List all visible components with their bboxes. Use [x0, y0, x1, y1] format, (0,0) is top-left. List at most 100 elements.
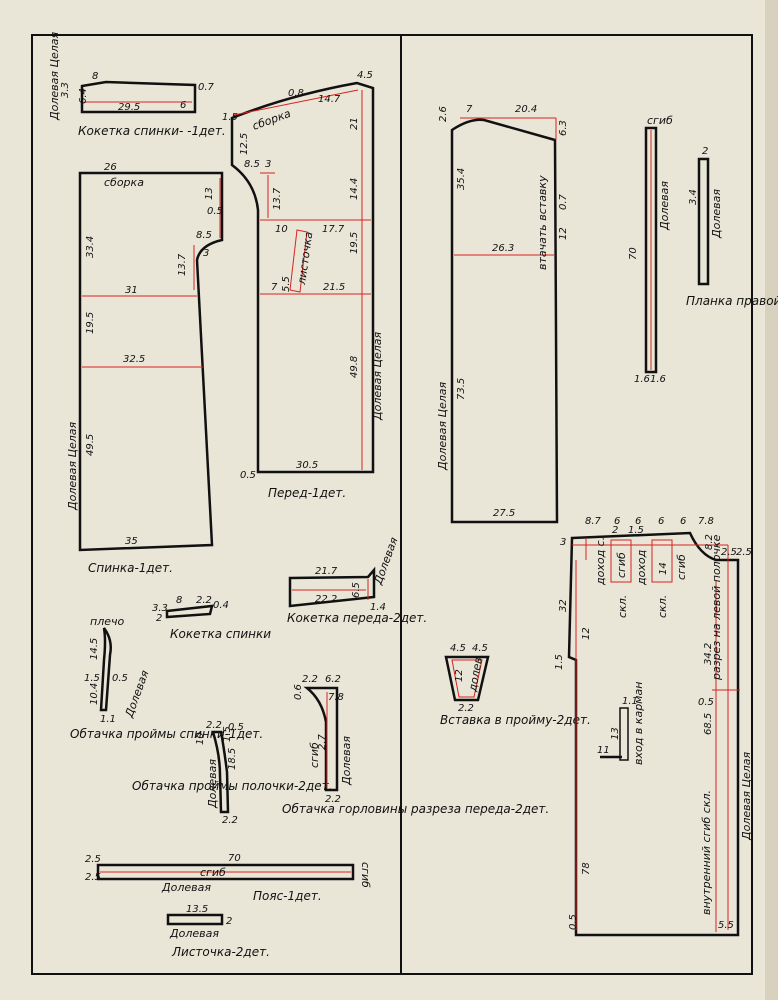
- piece-planka-strip-1: сгиб Долевая 70 1.6 1.6: [628, 114, 673, 385]
- svg-text:6.3: 6.3: [558, 120, 569, 136]
- svg-text:8.2: 8.2: [704, 534, 715, 550]
- svg-text:78: 78: [581, 862, 592, 875]
- svg-text:3.4: 3.4: [688, 189, 699, 205]
- svg-text:0.5: 0.5: [568, 914, 579, 930]
- svg-text:1.1: 1.1: [622, 696, 638, 707]
- svg-text:Спинка-1дет.: Спинка-1дет.: [88, 561, 173, 575]
- svg-text:21.7: 21.7: [315, 566, 338, 577]
- svg-text:2: 2: [612, 525, 618, 536]
- svg-text:Кокетка переда-2дет.: Кокетка переда-2дет.: [287, 611, 427, 625]
- svg-text:6: 6: [680, 516, 686, 527]
- svg-text:4.5: 4.5: [357, 70, 373, 81]
- svg-text:0.5: 0.5: [698, 697, 714, 708]
- piece-spinka: сборка 26 13 0.5 8.5 3 33.4 13.7 31 19.5…: [66, 162, 224, 575]
- svg-text:сборка: сборка: [104, 176, 144, 189]
- svg-text:22.2: 22.2: [315, 594, 337, 605]
- svg-text:Долевая: Долевая: [710, 189, 723, 239]
- svg-text:12: 12: [558, 227, 569, 240]
- svg-text:0.5: 0.5: [228, 722, 244, 733]
- svg-text:втачать вставку: втачать вставку: [536, 175, 549, 270]
- svg-text:сгиб: сгиб: [675, 554, 688, 580]
- svg-text:7: 7: [271, 282, 278, 293]
- svg-text:Долевая: Долевая: [206, 759, 219, 809]
- piece-obtachka-gorloviny: 2.2 6.2 0.6 7.8 2.7 2.2 сгиб Долевая Обт…: [282, 674, 549, 816]
- svg-text:10: 10: [275, 224, 288, 235]
- svg-text:2.2: 2.2: [458, 703, 474, 714]
- svg-text:2.5: 2.5: [85, 854, 101, 865]
- svg-text:3.3: 3.3: [152, 603, 168, 614]
- svg-text:Пояс-1дет.: Пояс-1дет.: [253, 889, 322, 903]
- svg-text:4.5: 4.5: [472, 643, 488, 654]
- svg-text:14.7: 14.7: [318, 94, 341, 105]
- svg-text:12.5: 12.5: [239, 133, 250, 155]
- piece-vstavka: 4.5 4.5 12 2.2 долев. Вставка в пройму-2…: [440, 643, 591, 727]
- piece-koketka-spinki-small: 3.3 8 2.2 0.4 2 Кокетка спинки: [152, 595, 271, 641]
- svg-text:сгиб: сгиб: [647, 114, 673, 127]
- svg-text:26.3: 26.3: [492, 243, 514, 254]
- svg-text:21.5: 21.5: [323, 282, 345, 293]
- svg-text:3.3: 3.3: [60, 82, 71, 98]
- svg-text:6.4: 6.4: [78, 88, 89, 104]
- svg-text:сгиб: сгиб: [615, 552, 628, 578]
- svg-text:2.5: 2.5: [85, 872, 101, 883]
- svg-text:0.8: 0.8: [288, 88, 304, 99]
- svg-text:Кокетка спинки: Кокетка спинки: [170, 627, 271, 641]
- svg-text:вход в карман: вход в карман: [632, 682, 645, 765]
- svg-text:1.5: 1.5: [554, 654, 565, 670]
- piece-listochka: 13.5 2 Долевая Листочка-2дет.: [166, 904, 270, 959]
- svg-text:6.2: 6.2: [325, 674, 341, 685]
- svg-text:Обтачка горловины разреза пере: Обтачка горловины разреза переда-2дет.: [282, 802, 549, 816]
- svg-text:0.6: 0.6: [293, 684, 304, 700]
- svg-text:2.2: 2.2: [206, 720, 222, 731]
- svg-text:Обтачка проймы полочки-2дет.: Обтачка проймы полочки-2дет.: [132, 779, 332, 793]
- svg-text:3: 3: [560, 537, 566, 548]
- svg-text:10: 10: [195, 732, 206, 745]
- svg-text:35.4: 35.4: [456, 168, 467, 190]
- svg-text:12: 12: [454, 669, 465, 682]
- svg-text:8.5: 8.5: [244, 159, 260, 170]
- svg-text:13.5: 13.5: [186, 904, 208, 915]
- svg-text:3: 3: [203, 248, 209, 259]
- piece-yubka: 8.7 6 6 6 6 7.8 2 1.5 3 32 12 1.5 78 0.5…: [554, 516, 753, 937]
- svg-text:0.4: 0.4: [213, 600, 229, 611]
- svg-text:8.5: 8.5: [196, 230, 212, 241]
- planka-caption: Планка правой полочки: [686, 294, 778, 308]
- svg-text:7: 7: [466, 104, 473, 115]
- svg-text:2: 2: [156, 613, 162, 624]
- svg-text:внутренний сгиб скл.: внутренний сгиб скл.: [700, 790, 713, 915]
- svg-text:34.2: 34.2: [703, 643, 714, 665]
- svg-text:2: 2: [226, 916, 232, 927]
- svg-text:11: 11: [597, 745, 610, 756]
- svg-text:14: 14: [658, 562, 669, 575]
- svg-text:10.4: 10.4: [89, 683, 100, 705]
- svg-text:сгиб: сгиб: [308, 742, 321, 768]
- svg-text:5.5: 5.5: [718, 920, 734, 931]
- svg-text:доход: доход: [635, 550, 648, 586]
- svg-text:13.7: 13.7: [272, 187, 283, 210]
- svg-text:Долевая: Долевая: [658, 181, 671, 231]
- svg-text:6: 6: [658, 516, 664, 527]
- svg-text:2.5: 2.5: [736, 547, 752, 558]
- svg-text:6: 6: [635, 516, 641, 527]
- piece-rukav: 2.6 7 20.4 6.3 35.4 0.7 12 26.3 73.5 27.…: [436, 104, 569, 524]
- svg-text:2.2: 2.2: [222, 815, 238, 826]
- svg-text:8: 8: [176, 595, 182, 606]
- svg-text:Долевая: Долевая: [340, 736, 353, 786]
- svg-text:1.4: 1.4: [370, 602, 386, 613]
- svg-text:49.5: 49.5: [85, 434, 96, 456]
- svg-text:18.5: 18.5: [227, 748, 238, 770]
- sheet-frame: [31, 34, 753, 975]
- svg-text:19.5: 19.5: [85, 312, 96, 334]
- svg-text:Вставка в пройму-2дет.: Вставка в пройму-2дет.: [440, 713, 591, 727]
- svg-text:7.8: 7.8: [328, 692, 344, 703]
- svg-text:1.5: 1.5: [222, 112, 238, 123]
- svg-text:68.5: 68.5: [703, 713, 714, 735]
- svg-text:8.7: 8.7: [585, 516, 602, 527]
- svg-text:31: 31: [125, 285, 138, 296]
- svg-text:21: 21: [349, 117, 360, 130]
- piece-koketka-spinki: Долевая Целая 3.3 8 0.7 6.4 29.5 6 Кокет…: [48, 31, 226, 138]
- svg-text:49.8: 49.8: [349, 356, 360, 378]
- svg-text:13.7: 13.7: [177, 253, 188, 276]
- svg-text:27.5: 27.5: [493, 508, 515, 519]
